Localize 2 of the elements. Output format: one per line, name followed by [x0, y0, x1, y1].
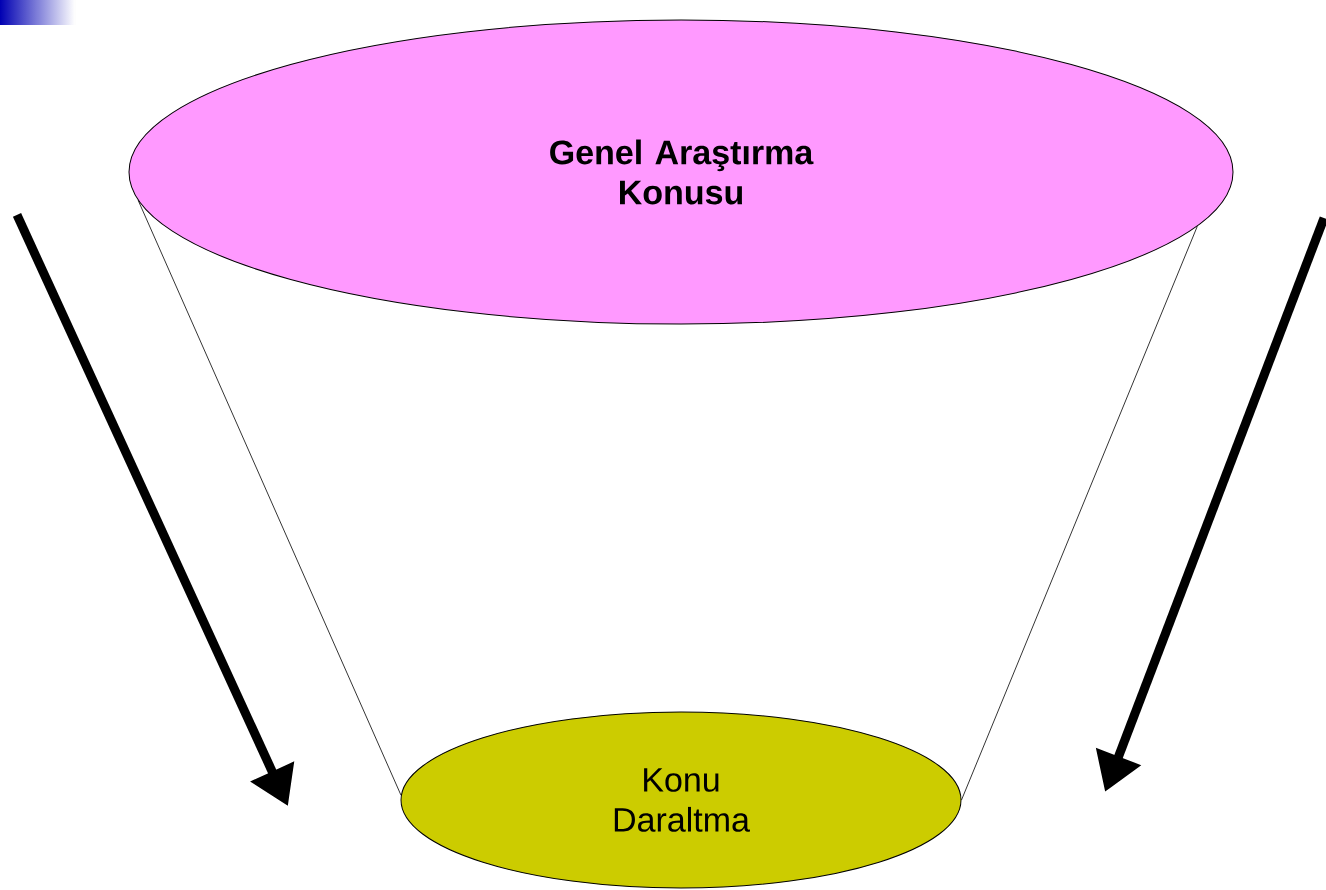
funnel-line [137, 200, 402, 796]
funnel-line [961, 225, 1198, 801]
